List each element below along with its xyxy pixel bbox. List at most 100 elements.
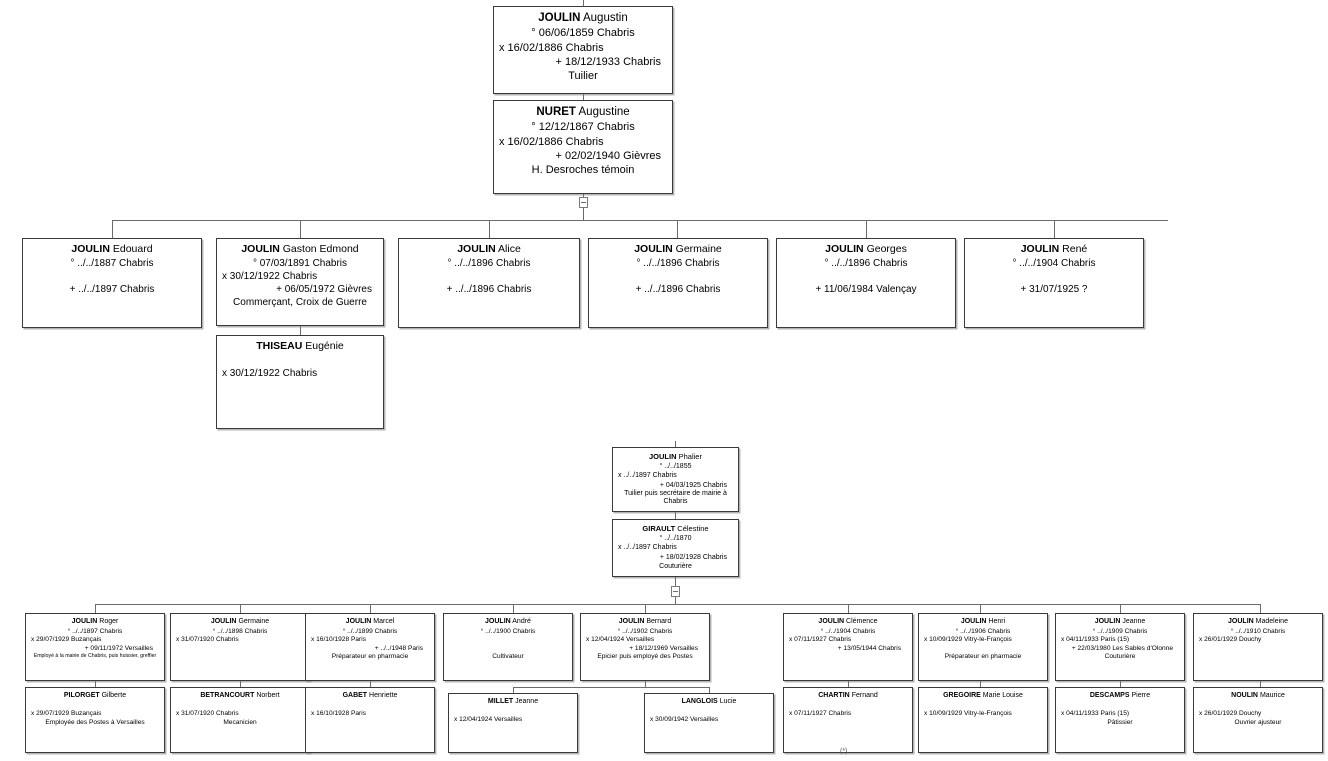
person-birth: ° ../../1896 Chabris (636, 258, 720, 270)
person-death: + ../../1897 Chabris (69, 284, 155, 296)
person-card-chartin-fernand[interactable]: CHARTIN Fernand x 07/11/1927 Chabris (783, 687, 913, 753)
person-marriage: x 07/11/1927 Chabris (789, 710, 852, 718)
connector-g1-down2 (583, 208, 584, 221)
person-death: + 11/06/1984 Valençay (815, 284, 917, 296)
person-death: + 09/11/1972 Versailles (84, 644, 153, 652)
person-card-joulin-roger[interactable]: JOULIN Roger ° ../../1897 Chabris x 29/0… (25, 613, 165, 681)
person-card-joulin-jeanne[interactable]: JOULIN Jeanne ° ../../1909 Chabris x 04/… (1055, 613, 1185, 681)
person-card-millet-jeanne[interactable]: MILLET Jeanne x 12/04/1924 Versailles (448, 693, 578, 753)
sibling-junction-g4[interactable] (671, 586, 680, 597)
person-surname: JOULIN (71, 243, 110, 255)
person-surname: BETRANCOURT (200, 692, 255, 699)
person-card-thiseau-eugenie[interactable]: THISEAU Eugénie x 30/12/1922 Chabris (216, 335, 384, 429)
person-birth (924, 702, 1042, 711)
person-surname: JOULIN (345, 618, 372, 625)
person-given: Henriette (369, 692, 398, 699)
person-marriage (28, 270, 196, 283)
person-marriage: x 16/10/1928 Paris (311, 636, 366, 644)
person-card-joulin-augustin[interactable]: JOULIN Augustin ° 06/06/1859 Chabris x 1… (493, 6, 673, 94)
person-card-joulin-germaine-g4[interactable]: JOULIN Germaine ° ../../1898 Chabris x 3… (170, 613, 310, 681)
connector-couple-roger (95, 681, 96, 687)
person-card-joulin-bernard[interactable]: JOULIN Bernard ° ../../1902 Chabris x 12… (580, 613, 710, 681)
person-birth (1061, 702, 1179, 711)
person-occupation: Mecanicien (223, 718, 257, 726)
person-card-joulin-henri[interactable]: JOULIN Henri ° ../../1906 Chabris x 10/0… (918, 613, 1048, 681)
person-birth: ° ../../1896 Chabris (824, 258, 908, 270)
person-name: CHARTIN Fernand (789, 692, 907, 701)
connector-spouse-langlois (709, 687, 710, 693)
person-occupation: Préparateur en pharmacie (944, 653, 1022, 661)
person-marriage (594, 270, 762, 283)
person-name: JOULIN Alice (404, 243, 574, 256)
person-surname: GREGOIRE (943, 692, 981, 699)
person-surname: JOULIN (825, 243, 864, 255)
person-occupation: Employé à la mairie de Chabris, puis hui… (33, 653, 157, 660)
person-surname: MILLET (487, 698, 514, 705)
connector-bernard-two-spouses (513, 687, 709, 688)
person-card-joulin-andre[interactable]: JOULIN André ° ../../1900 Chabris Cultiv… (443, 613, 573, 681)
person-card-betrancourt-norbert[interactable]: BETRANCOURT Norbert x 31/07/1920 Chabris… (170, 687, 310, 753)
drop-g4-1 (95, 604, 96, 613)
person-card-girault-celestine[interactable]: GIRAULT Célestine ° ../../1870 x ../../1… (612, 519, 739, 577)
sibling-junction-g2[interactable] (579, 197, 588, 208)
person-card-joulin-marcel[interactable]: JOULIN Marcel ° ../../1899 Chabris x 16/… (305, 613, 435, 681)
person-occupation: Cultivateur (492, 653, 524, 661)
person-marriage (449, 636, 567, 645)
person-marriage: x 04/11/1933 Paris (15) (1061, 710, 1130, 718)
person-card-descamps-pierre[interactable]: DESCAMPS Pierre x 04/11/1933 Paris (15) … (1055, 687, 1185, 753)
person-card-joulin-rene[interactable]: JOULIN René ° ../../1904 Chabris + 31/07… (964, 238, 1144, 328)
person-card-joulin-gaston-edmond[interactable]: JOULIN Gaston Edmond ° 07/03/1891 Chabri… (216, 238, 384, 326)
person-name: JOULIN Edouard (28, 243, 196, 256)
person-death (1199, 645, 1317, 654)
person-name: JOULIN Henri (924, 618, 1042, 627)
person-given: Norbert (256, 692, 280, 699)
person-surname: NURET (536, 106, 576, 118)
person-death: + ../../1896 Chabris (446, 284, 532, 296)
drop-g2-1 (112, 220, 113, 238)
connector-couple-germaine (240, 681, 241, 687)
person-marriage: x 31/07/1920 Chabris (176, 636, 239, 644)
person-surname: JOULIN (210, 618, 237, 625)
person-name: JOULIN Bernard (586, 618, 704, 627)
person-marriage: x 16/02/1886 Chabris (499, 135, 604, 148)
person-surname: JOULIN (457, 243, 496, 255)
person-birth (789, 702, 907, 711)
person-given: Germaine (238, 618, 270, 625)
connector-g3-down2 (675, 597, 676, 604)
person-death: + 06/05/1972 Gièvres (276, 284, 372, 296)
person-birth (311, 702, 429, 711)
person-death (924, 645, 1042, 654)
drop-g4-9 (1260, 604, 1261, 613)
drop-g4-2 (240, 604, 241, 613)
person-marriage: x 29/07/1929 Buzançais (31, 636, 102, 644)
person-occupation: Epicier puis employé des Postes (597, 653, 693, 661)
person-occupation: H. Desroches témoin (531, 164, 635, 177)
person-occupation: Préparateur en pharmacie (331, 653, 409, 661)
person-card-joulin-alice[interactable]: JOULIN Alice ° ../../1896 Chabris + ../.… (398, 238, 580, 328)
person-card-gregoire-marie-louise[interactable]: GREGOIRE Marie Louise x 10/09/1929 Vitry… (918, 687, 1048, 753)
person-marriage: x 31/07/1920 Chabris (176, 710, 239, 718)
person-card-joulin-georges[interactable]: JOULIN Georges ° ../../1896 Chabris + 11… (776, 238, 956, 328)
person-given: André (512, 618, 531, 625)
person-given: Marie Louise (982, 692, 1023, 699)
person-card-noulin-maurice[interactable]: NOULIN Maurice x 26/01/1929 Douchy Ouvri… (1193, 687, 1323, 753)
person-surname: GIRAULT (642, 524, 676, 533)
person-card-joulin-phalier[interactable]: JOULIN Phalier ° ../../1855 x ../../1897… (612, 447, 739, 512)
person-card-joulin-clemence[interactable]: JOULIN Clémence ° ../../1904 Chabris x 0… (783, 613, 913, 681)
person-card-joulin-edouard[interactable]: JOULIN Edouard ° ../../1887 Chabris + ..… (22, 238, 202, 328)
person-given: Gilberte (101, 692, 127, 699)
person-death: + ../../1896 Chabris (635, 284, 721, 296)
person-death: + 31/07/1925 ? (1020, 284, 1088, 296)
person-card-nuret-augustine[interactable]: NURET Augustine ° 12/12/1867 Chabris x 1… (493, 100, 673, 194)
person-birth: ° ../../1910 Chabris (1230, 627, 1286, 635)
person-card-joulin-germaine[interactable]: JOULIN Germaine ° ../../1896 Chabris + .… (588, 238, 768, 328)
person-occupation: Couturière (659, 562, 692, 570)
person-birth (222, 354, 378, 367)
person-card-pilorget-gilberte[interactable]: PILORGET Gilberte x 29/07/1929 Buzançais… (25, 687, 165, 753)
connector-couple-marcel (370, 681, 371, 687)
person-card-langlois-lucie[interactable]: LANGLOIS Lucie x 30/09/1942 Versailles (644, 693, 774, 753)
person-birth: ° ../../1898 Chabris (212, 627, 268, 635)
person-card-gabet-henriette[interactable]: GABET Henriette x 16/10/1928 Paris (305, 687, 435, 753)
person-card-joulin-madeleine[interactable]: JOULIN Madeleine ° ../../1910 Chabris x … (1193, 613, 1323, 681)
person-surname: JOULIN (241, 243, 280, 255)
